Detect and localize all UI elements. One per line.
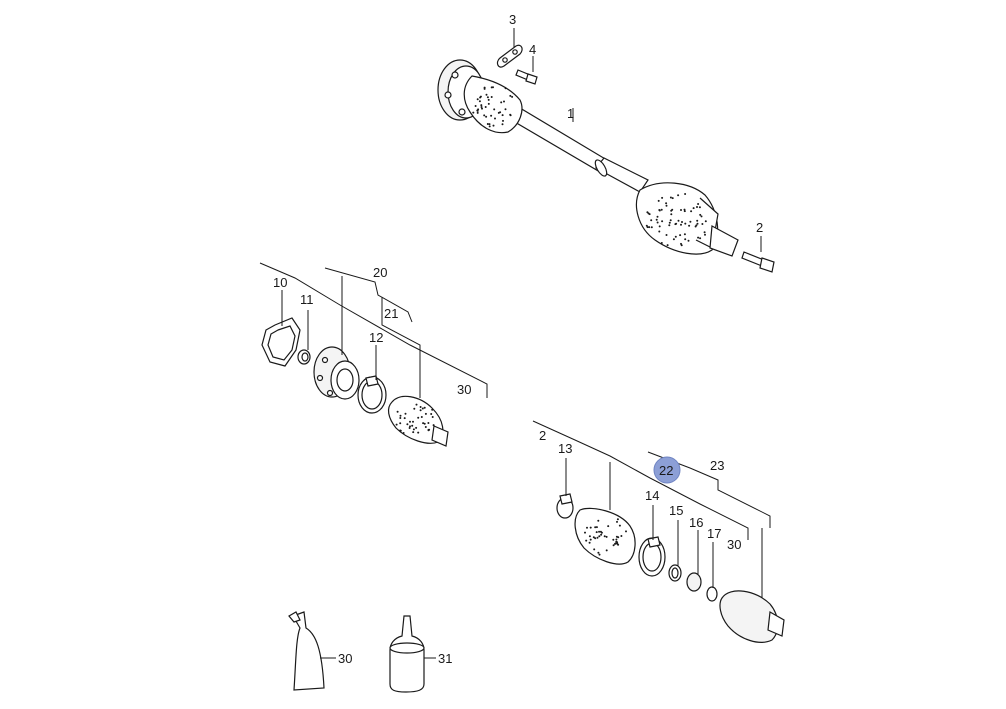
callout-23[interactable]: 23: [710, 458, 724, 473]
callout-12[interactable]: 12: [369, 330, 383, 345]
callout-10[interactable]: 10: [273, 275, 287, 290]
flange-bolt-part: [515, 69, 538, 85]
outer-joint-kit: [556, 493, 785, 643]
callout-14[interactable]: 14: [645, 488, 659, 503]
axle-bolt-part: [741, 251, 775, 273]
callout-16[interactable]: 16: [689, 515, 703, 530]
callout-2-right[interactable]: 2: [539, 428, 546, 443]
callout-2-top[interactable]: 2: [756, 220, 763, 235]
callout-13[interactable]: 13: [558, 441, 572, 456]
callout-1[interactable]: 1: [567, 106, 574, 121]
grease-tube-part: [288, 611, 325, 691]
callout-15[interactable]: 15: [669, 503, 683, 518]
sealant-bottle-part: [389, 615, 425, 693]
callout-31[interactable]: 31: [438, 651, 452, 666]
callout-4[interactable]: 4: [529, 42, 536, 57]
callout-30-bottom[interactable]: 30: [338, 651, 352, 666]
callout-11[interactable]: 11: [300, 292, 314, 307]
callout-17[interactable]: 17: [707, 526, 721, 541]
callout-30-left[interactable]: 30: [457, 382, 471, 397]
drive-shaft-assembly: [437, 44, 775, 273]
callout-30-right[interactable]: 30: [727, 537, 741, 552]
highlighted-callout-marker: [653, 456, 681, 484]
leader-lines: [259, 28, 771, 659]
callout-3[interactable]: 3: [509, 12, 516, 27]
callout-22[interactable]: 22: [659, 463, 673, 478]
lock-plate-part: [496, 44, 523, 68]
callout-20[interactable]: 20: [373, 265, 387, 280]
inner-joint-kit: [261, 317, 449, 447]
callout-21[interactable]: 21: [384, 306, 398, 321]
